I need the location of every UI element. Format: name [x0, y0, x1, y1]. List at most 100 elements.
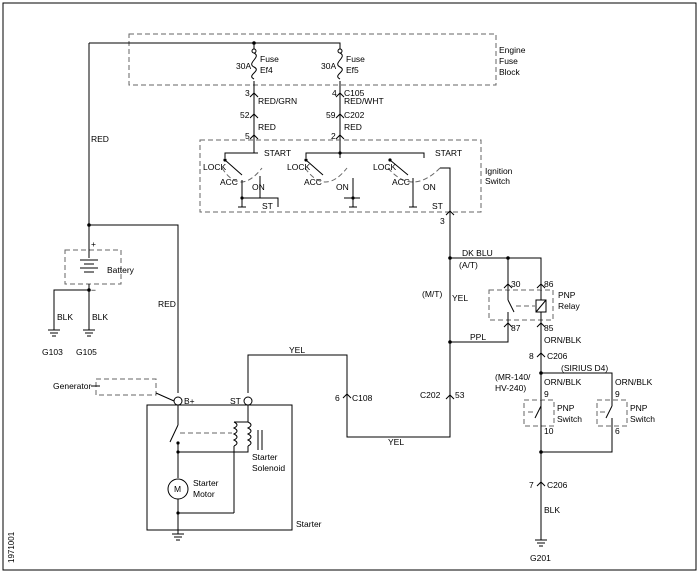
wire-ppl-label: PPL [470, 332, 486, 342]
pin-9-right: 9 [615, 389, 620, 399]
pin-2: 2 [331, 131, 336, 141]
ign-sec3-on: ON [423, 182, 436, 192]
connector-c206-top: C206 [547, 351, 568, 361]
generator-outline [95, 378, 157, 396]
pin-3-ign: 3 [440, 216, 445, 226]
bplus-terminal [173, 396, 183, 406]
pnp-left-blade [534, 405, 542, 419]
battery-ground-wire-left [53, 289, 89, 330]
ground-g103-label: G103 [42, 347, 63, 357]
ign-sec2-lock: LOCK [287, 162, 310, 172]
generator: Generator [53, 378, 175, 402]
pnp-right-return [541, 426, 613, 453]
wire-yel-label-bottom: YEL [388, 437, 404, 447]
solenoid-coil2-bottom [178, 446, 249, 453]
motor-m-label: M [174, 484, 181, 494]
motor-ground-junction [176, 511, 180, 515]
pnp-switch-right-label-line1: PNP [630, 403, 648, 413]
wire-red-label-ef4: RED [258, 122, 276, 132]
c202-chevron-left [249, 113, 259, 119]
ign-sec2-arc [304, 167, 348, 183]
c108-chevron [342, 393, 352, 399]
pnp-switch-right-outline [596, 399, 628, 427]
starter-assembly: Starter B+ ST Starter Solenoid M Starter… [146, 396, 322, 541]
fuse-ef5-name-line1: Fuse [346, 54, 365, 64]
c206-bottom-chevron [536, 481, 546, 487]
pnp-variant-left-line2: HV-240) [495, 383, 526, 393]
ign-sec3-acc: ACC [392, 177, 410, 187]
starter-contact-blade [169, 424, 179, 443]
relay-contact-blade [507, 299, 515, 313]
ign-sec1-arc [221, 167, 263, 183]
c105-chevron-right [335, 92, 345, 98]
pnp-variant-right: (SIRIUS D4) [561, 363, 608, 373]
motor-label-line1: Starter [193, 478, 219, 488]
pin-8: 8 [529, 351, 534, 361]
ign-sec3-pivot [388, 158, 392, 162]
relay-mt-label: (M/T) [422, 289, 442, 299]
c202-chevron-right [335, 113, 345, 119]
fuse-ef5-symbol [337, 52, 343, 80]
ign-st-output-wire [247, 207, 451, 438]
battery: + − Battery BLK BLK G103 G105 [42, 225, 135, 357]
wire-red-grn-label: RED/GRN [258, 96, 297, 106]
pin-53: 53 [455, 390, 465, 400]
bplus-label: B+ [184, 396, 195, 406]
ppl-wire [450, 320, 509, 343]
pnp-switch-right-label-line2: Switch [630, 414, 655, 424]
fuse-ef5: 30A Fuse Ef5 [321, 48, 365, 80]
ign-sec2-acc: ACC [304, 177, 322, 187]
fuse-ef4-terminal-top [251, 48, 257, 54]
fuse-ef4-rating: 30A [236, 61, 251, 71]
ign-chevron-right [335, 134, 345, 140]
solenoid-coil-1 [232, 421, 238, 447]
wire-orn-blk-label-left: ORN/BLK [544, 377, 582, 387]
pnp-switch-left-label-line2: Switch [557, 414, 582, 424]
c105-chevron-left [249, 92, 259, 98]
engine-fuse-block: Engine Fuse Block 30A Fuse Ef4 30A Fuse … [89, 33, 526, 86]
pin-7: 7 [529, 480, 534, 490]
wire-blk-label-g105: BLK [92, 312, 108, 322]
solenoid-motor-junction [176, 450, 180, 454]
pin-4-fuse: 4 [332, 88, 337, 98]
pin-52: 52 [240, 110, 250, 120]
relay-coil-diag [535, 299, 547, 313]
ign-start-label-2: START [435, 148, 462, 158]
solenoid-label-line2: Solenoid [252, 463, 285, 473]
fuse-output-wiring: 3 4 C105 RED/GRN RED/WHT 52 59 C202 RED … [240, 81, 384, 142]
st-terminal [243, 396, 253, 406]
ignition-switch-outline [199, 139, 482, 213]
dk-blu-junction-30 [506, 256, 510, 260]
ign-sec2-pivot [304, 158, 308, 162]
wire-orn-blk-label-right: ORN/BLK [615, 377, 653, 387]
pnp-relay-label-line1: PNP [558, 290, 576, 300]
pin-6-c108: 6 [335, 393, 340, 403]
ign-sec3-st-wire [440, 167, 451, 207]
dk-blu-wire [450, 257, 542, 290]
ignition-switch-label-line2: Switch [485, 176, 510, 186]
battery-ground-junction [87, 288, 91, 292]
ground-g105: G105 [76, 329, 97, 357]
generator-label: Generator [53, 381, 91, 391]
ign-bus-ef5 [305, 142, 341, 158]
battery-minus: − [91, 285, 96, 295]
ground-g201-label: G201 [530, 553, 551, 563]
ppl-junction [448, 340, 452, 344]
ground-g103: G103 [42, 329, 63, 357]
ign-sec1-junction [240, 196, 244, 200]
fuse-bus-junction [252, 41, 256, 45]
ign-sec1-lock: LOCK [203, 162, 226, 172]
fuse-block-label-line2: Fuse [499, 56, 518, 66]
relay-86-chevron [536, 283, 546, 289]
ign-start-label-1: START [264, 148, 291, 158]
ign-section-1: LOCK ACC ON ST [203, 158, 279, 211]
battery-red-feed-wire [88, 43, 179, 393]
ignition-switch-label-line1: Ignition [485, 166, 513, 176]
ign-sec1-blade [224, 159, 243, 176]
pnp-switch-left-outline [523, 399, 555, 427]
pnp-right-blade [605, 405, 613, 419]
fuse-bus-wire [89, 42, 341, 49]
pin-3-fuse: 3 [245, 88, 250, 98]
pnp-switch-circuit: 8 C206 (SIRIUS D4) (MR-140/ HV-240) ORN/… [495, 351, 655, 563]
relay-30-chevron [503, 283, 513, 289]
